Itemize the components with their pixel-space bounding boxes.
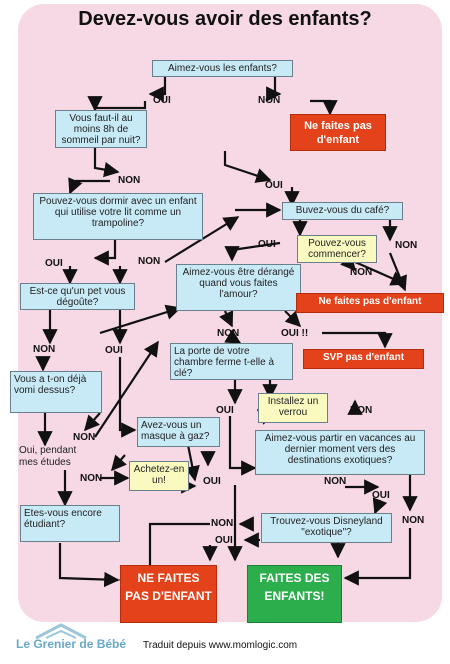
action-verrou: Installez un verrou xyxy=(258,393,328,423)
label-non-6: NON xyxy=(217,328,240,339)
label-oui-4: OUI xyxy=(45,258,63,269)
question-sommeil: Vous faut-il au moins 8h de sommeil par … xyxy=(55,110,147,148)
label-non-1: NON xyxy=(258,95,281,106)
question-porte-cle: La porte de votre chambre ferme t-elle à… xyxy=(170,343,293,380)
label-non-12: NON xyxy=(402,515,425,526)
question-etudiant: Etes-vous encore étudiant? xyxy=(20,505,120,542)
question-derange: Aimez-vous être dérangé quand vous faite… xyxy=(176,264,301,311)
action-achetez: Achetez-en un! xyxy=(129,461,189,491)
label-non-4: NON xyxy=(138,256,161,267)
label-oui-pendant-etudes: Oui, pendant mes études xyxy=(19,445,77,468)
question-pet: Est-ce qu'un pet vous dégoûte? xyxy=(20,283,135,310)
question-cafe: Buvez-vous du café? xyxy=(282,202,403,220)
label-non-5: NON xyxy=(350,267,373,278)
label-non-9: NON xyxy=(73,432,96,443)
label-non-11: NON xyxy=(324,476,347,487)
result-final-faites: FAITES DES ENFANTS! xyxy=(247,565,342,623)
label-oui-9: OUI xyxy=(215,535,233,546)
question-trampoline: Pouvez-vous dormir avec un enfant qui ut… xyxy=(33,193,203,240)
grenier-logo-icon xyxy=(35,623,87,640)
label-oui-bang: OUI !! xyxy=(281,328,309,339)
result-svp-pas: SVP pas d'enfant xyxy=(303,349,424,369)
credit-text: Traduit depuis www.momlogic.com xyxy=(143,640,298,651)
label-oui-6: OUI xyxy=(216,405,234,416)
action-commencer: Pouvez-vous commencer? xyxy=(297,235,377,263)
page-title: Devez-vous avoir des enfants? xyxy=(78,8,372,30)
label-non-7: NON xyxy=(33,344,56,355)
label-oui-2: OUI xyxy=(265,180,283,191)
label-oui-1: OUI xyxy=(153,95,171,106)
label-non-8: NON xyxy=(350,405,373,416)
question-aimez-enfants: Aimez-vous les enfants? xyxy=(152,60,293,77)
question-vomi: Vous a t-on déjà vomi dessus? xyxy=(10,371,102,413)
label-oui-3: OUI xyxy=(258,239,276,250)
label-non-13: NON xyxy=(211,518,234,529)
question-vacances: Aimez-vous partir en vacances au dernier… xyxy=(255,430,425,475)
question-masque-gaz: Avez-vous un masque à gaz? xyxy=(137,417,220,447)
label-oui-8: OUI xyxy=(372,490,390,501)
label-non-2: NON xyxy=(118,175,141,186)
result-ne-faites-pas-2: Ne faites pas d'enfant xyxy=(296,293,444,313)
label-oui-5: OUI xyxy=(105,345,123,356)
result-ne-faites-pas-1: Ne faites pas d'enfant xyxy=(290,114,386,151)
label-non-3: NON xyxy=(395,240,418,251)
result-final-ne-faites-pas: NE FAITES PAS D'ENFANT xyxy=(120,565,217,623)
label-non-10: NON xyxy=(80,473,103,484)
logo-text: Le Grenier de Bébé xyxy=(16,637,127,651)
question-disneyland: Trouvez-vous Disneyland "exotique"? xyxy=(261,513,392,543)
label-oui-7: OUI xyxy=(203,476,221,487)
